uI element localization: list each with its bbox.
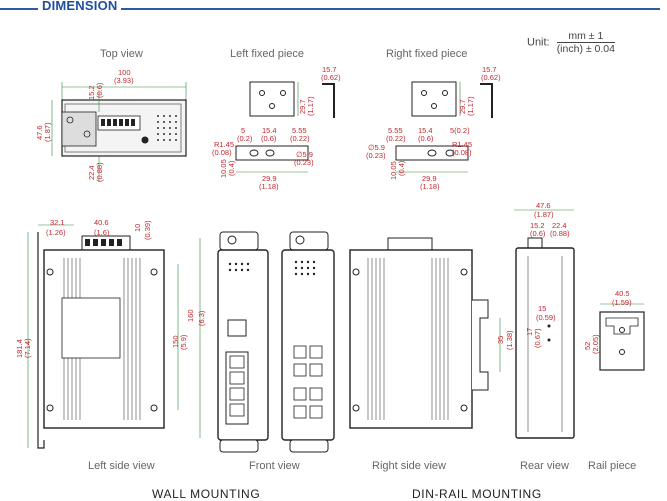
label-rear: Rear view: [520, 460, 569, 472]
left-side-view-drawing: 32.1 (1.26) 40.6 (1.6) 10 (0.39) 181.4 (…: [15, 218, 188, 449]
dim-top-47-6: 47.6: [35, 125, 44, 140]
front-view-drawing: 160 (6.3): [186, 231, 269, 453]
unit-numerator: mm ± 1: [556, 30, 615, 43]
dim-rf-15-4-in: (0.6): [418, 134, 434, 143]
dim-rv-15-2: 15.2: [530, 221, 545, 230]
rear-view-drawing: 47.6 (1.87) 15.2 (0.6) 22.4 (0.88) 15 (0…: [514, 201, 575, 439]
dim-lf-r145-in: (0.08): [212, 148, 232, 157]
rail-piece-drawing: 40.5 (1.59) 52 (2.05): [583, 289, 645, 371]
dim-rf-d59-in: (0.23): [366, 151, 386, 160]
dim-rf-29-9: 29.9: [422, 174, 437, 183]
dim-top-22-4-in: (0.88): [95, 162, 104, 182]
dim-lf-10-05: 10.05: [219, 159, 228, 178]
dim-rail-40-5: 40.5: [615, 289, 630, 298]
right-side-view-drawing: 35 (1.38): [349, 237, 514, 429]
dim-din-35-in: (1.38): [505, 330, 514, 350]
unit-label: Unit:: [527, 36, 550, 49]
dim-ls-10-in: (0.39): [143, 220, 152, 240]
label-right-side: Right side view: [372, 460, 446, 472]
left-fixed-piece-drawing: 29.7 (1.17) 15.7 (0.62) R1.45 (0.08) 5 (…: [212, 65, 341, 191]
dim-rf-5: 5(0.2): [450, 126, 470, 135]
dim-lf-29-9: 29.9: [262, 174, 277, 183]
dim-top-15-2-in: (0.6): [95, 82, 104, 98]
dim-ls-181-4-in: (7.14): [23, 338, 32, 358]
dim-ls-40-6-in: (1.6): [94, 228, 110, 237]
dim-rv-15-2-in: (0.6): [530, 229, 546, 238]
dim-rf-29-7-in: (1.17): [466, 96, 475, 116]
label-left-side: Left side view: [88, 460, 155, 472]
dim-lf-15-4-in: (0.6): [261, 134, 277, 143]
dim-fv-160: 160: [186, 309, 195, 322]
dim-rf-10-05: 10.05: [389, 161, 398, 180]
dim-rv-15: 15: [538, 304, 546, 313]
label-front: Front view: [249, 460, 300, 472]
dim-lf-d59-in: (0.23): [294, 158, 314, 167]
label-din-mounting: DIN-RAIL MOUNTING: [412, 487, 542, 501]
label-right-fixed: Right fixed piece: [386, 48, 468, 60]
dim-rf-5-55-in: (0.22): [386, 134, 406, 143]
dim-ls-40-6: 40.6: [94, 218, 109, 227]
dim-lf-5-55-in: (0.22): [290, 134, 310, 143]
dim-rv-15-in: (0.59): [536, 313, 556, 322]
dim-rv-47-6: 47.6: [536, 201, 551, 210]
dim-lf-5-in: (0.2): [237, 134, 253, 143]
unit-legend: Unit: mm ± 1 (inch) ± 0.04: [527, 30, 615, 55]
dim-top-15-2: 15.2: [87, 85, 96, 100]
dim-ls-32-1-in: (1.26): [46, 228, 66, 237]
dim-lf-5: 5: [241, 126, 245, 135]
dim-rv-17: 17: [525, 328, 534, 336]
dim-rf-29-9-in: (1.18): [420, 182, 440, 191]
header-rule: [0, 8, 660, 10]
section-title: DIMENSION: [38, 0, 122, 13]
dim-top-22-4: 22.4: [87, 165, 96, 180]
dim-rf-r145: R1.45: [452, 140, 472, 149]
dim-fv-160-in: (6.3): [197, 310, 206, 326]
front-view-8port-drawing: [281, 231, 335, 453]
dim-lf-29-7: 29.7: [298, 99, 307, 114]
dim-rf-29-7: 29.7: [458, 99, 467, 114]
label-rail: Rail piece: [588, 460, 637, 472]
dim-rf-5-55: 5.55: [388, 126, 403, 135]
dim-lf-5-55: 5.55: [292, 126, 307, 135]
dim-rv-22-4-in: (0.88): [550, 229, 570, 238]
dim-ls-10: 10: [133, 224, 142, 232]
dim-lf-d59: ∅5.9: [296, 150, 313, 159]
dim-rv-22-4: 22.4: [552, 221, 567, 230]
dim-rf-10-05-in: (0.4): [397, 160, 406, 176]
dim-ls-181-4: 181.4: [15, 339, 24, 358]
label-top-view: Top view: [100, 48, 143, 60]
top-view-drawing: 100 (3.93) 47.6 (1.87) 15.2 (0.6) 22.4 (…: [35, 68, 187, 182]
dim-lf-10-05-in: (0.4): [227, 160, 236, 176]
dim-rf-15-7-in: (0.62): [481, 73, 501, 82]
dim-lf-15-7-in: (0.62): [321, 73, 341, 82]
dim-lf-29-7-in: (1.17): [306, 96, 315, 116]
dim-top-width-in: (3.93): [114, 76, 134, 85]
dim-din-35: 35: [496, 336, 505, 344]
dim-rail-52: 52: [583, 342, 592, 350]
dim-rf-d59: ∅5.9: [368, 143, 385, 152]
dim-lf-29-9-in: (1.18): [259, 182, 279, 191]
unit-denominator: (inch) ± 0.04: [556, 43, 615, 55]
dim-rv-47-6-in: (1.87): [534, 210, 554, 219]
dim-rf-15-7: 15.7: [482, 65, 497, 74]
label-left-fixed: Left fixed piece: [230, 48, 304, 60]
dim-rail-52-in: (2.05): [591, 334, 600, 354]
dim-lf-15-7: 15.7: [322, 65, 337, 74]
dim-rail-40-5-in: (1.59): [612, 298, 632, 307]
dim-ls-150-in: (5.9): [179, 334, 188, 350]
label-wall-mounting: WALL MOUNTING: [152, 487, 261, 501]
dim-rf-15-4: 15.4: [418, 126, 433, 135]
dim-rf-r145-in: (0.08): [452, 148, 472, 157]
dim-rv-17-in: (0.67): [533, 328, 542, 348]
dim-top-47-6-in: (1.87): [43, 122, 52, 142]
dim-lf-r145: R1.45: [214, 140, 234, 149]
dim-ls-32-1: 32.1: [50, 218, 65, 227]
dim-ls-150: 150: [171, 335, 180, 348]
dim-top-width: 100: [118, 68, 131, 77]
unit-fraction: mm ± 1 (inch) ± 0.04: [556, 30, 615, 55]
dim-lf-15-4: 15.4: [262, 126, 277, 135]
right-fixed-piece-drawing: 29.7 (1.17) 15.7 (0.62) 5.55 (0.22) 15.4…: [366, 65, 501, 191]
